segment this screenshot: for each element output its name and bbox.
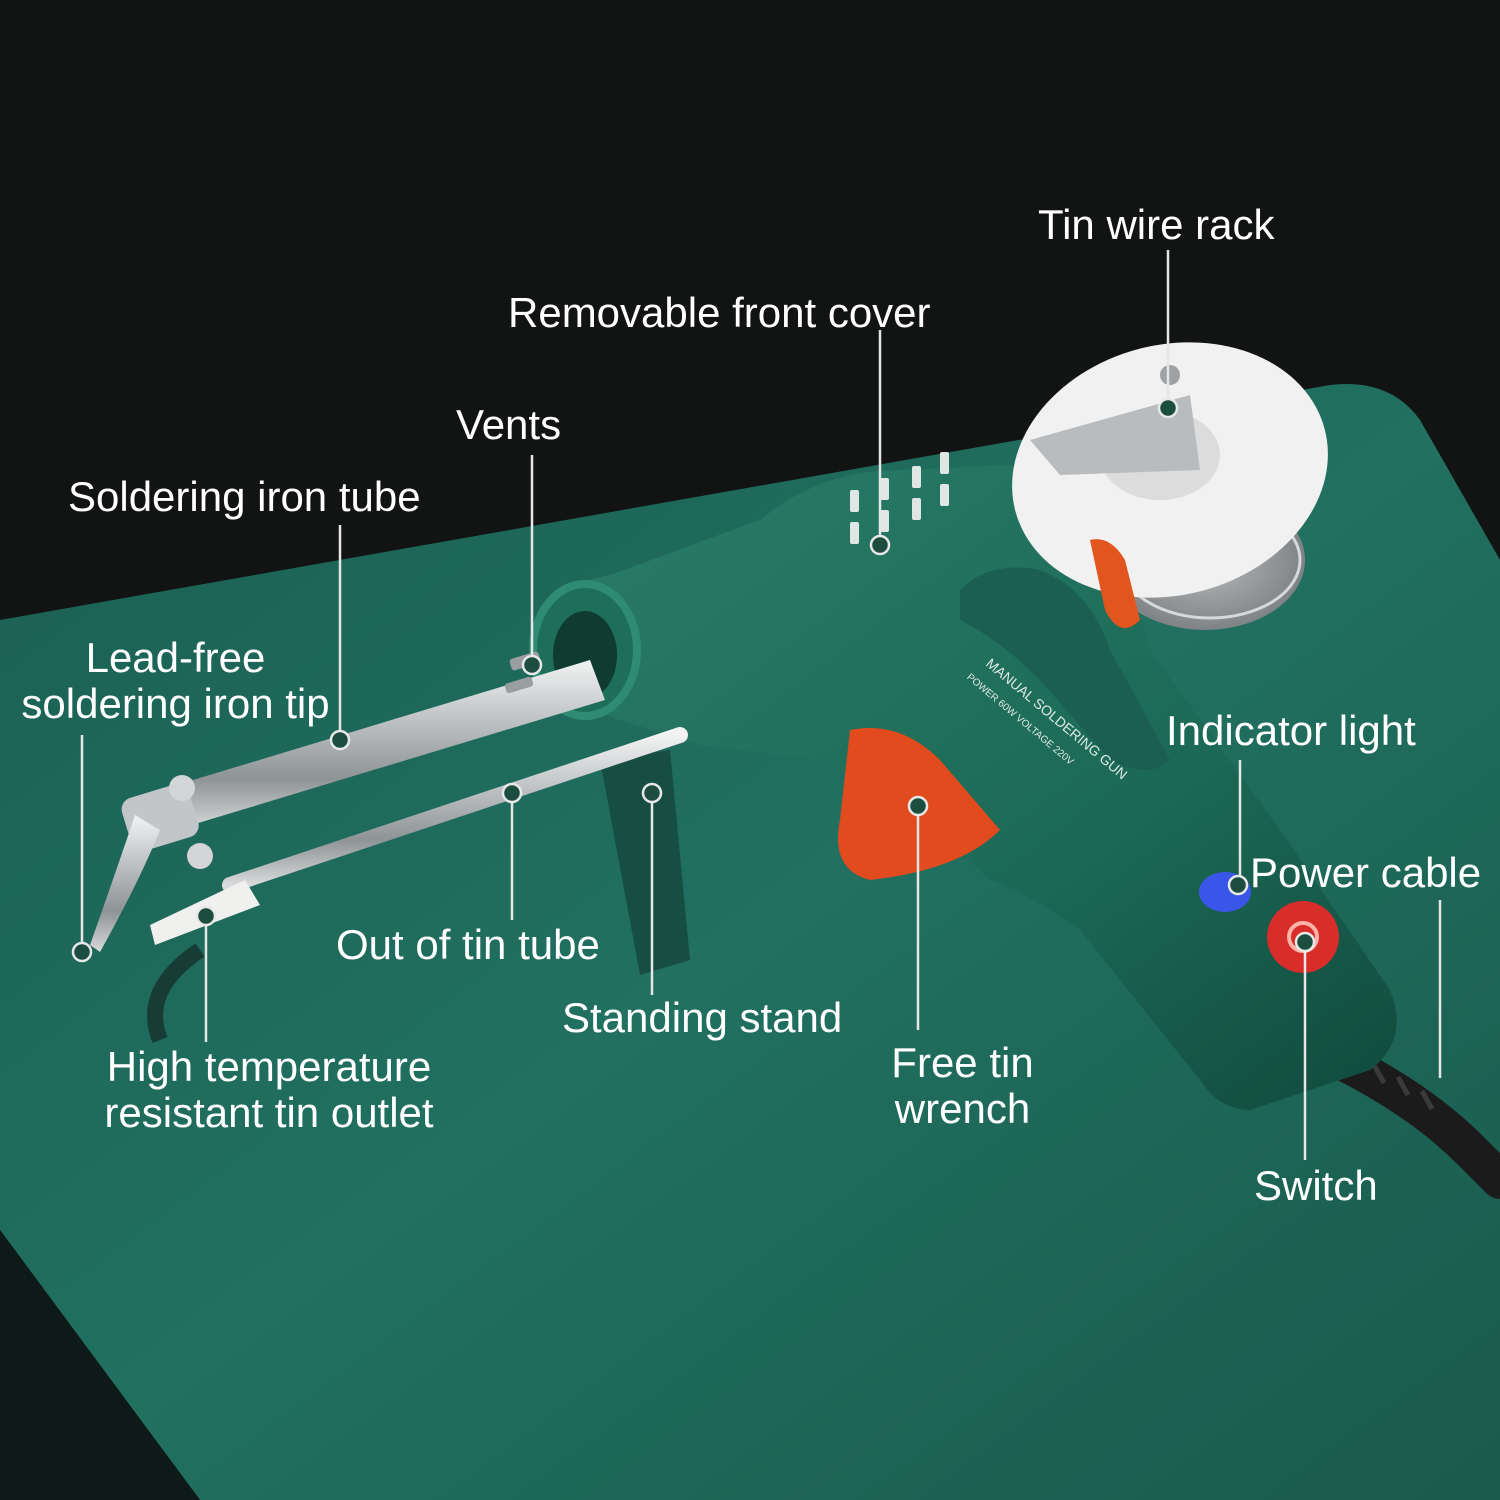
- label-removable-front-cover: Removable front cover: [508, 289, 931, 336]
- out-of-tin-tube: [222, 727, 688, 893]
- label-high-temp-outlet: High temperature resistant tin outlet: [88, 1044, 450, 1136]
- label-lead-free-tip-line2: soldering iron tip: [21, 680, 330, 727]
- tin-wire-rack: [1012, 342, 1328, 630]
- label-high-temp-outlet-line1: High temperature: [106, 1043, 432, 1090]
- leader-lines: [80, 250, 1442, 1160]
- label-lead-free-tip-line1: Lead-free: [85, 634, 266, 681]
- label-high-temp-outlet-line2: resistant tin outlet: [104, 1089, 434, 1136]
- label-free-tin-wrench-line2: wrench: [894, 1085, 1031, 1132]
- label-standing-stand: Standing stand: [562, 994, 843, 1041]
- cable-on-mat: [147, 943, 205, 1043]
- soldering-iron-tube: [160, 660, 605, 830]
- label-power-cable: Power cable: [1250, 849, 1482, 896]
- vents-grille: [850, 452, 949, 544]
- label-tin-wire-rack: Tin wire rack: [1038, 201, 1275, 248]
- standing-stand: [600, 750, 690, 975]
- label-out-of-tin-tube: Out of tin tube: [336, 921, 600, 968]
- label-soldering-iron-tube: Soldering iron tube: [68, 473, 421, 520]
- label-vents: Vents: [456, 401, 562, 448]
- spool-orange-clip: [1090, 539, 1140, 628]
- label-switch: Switch: [1254, 1162, 1378, 1209]
- grip-inner-cutout: [960, 567, 1170, 770]
- gun-body: [540, 465, 1397, 1110]
- label-free-tin-wrench-line1: Free tin: [891, 1039, 1034, 1086]
- callout-dots: [71, 397, 1316, 963]
- label-lead-free-tip: Lead-free soldering iron tip: [8, 635, 343, 727]
- label-free-tin-wrench: Free tin wrench: [880, 1040, 1045, 1132]
- label-indicator-light: Indicator light: [1166, 707, 1416, 754]
- mat-shadow-band: [0, 1230, 200, 1500]
- lead-free-tip: [90, 815, 160, 952]
